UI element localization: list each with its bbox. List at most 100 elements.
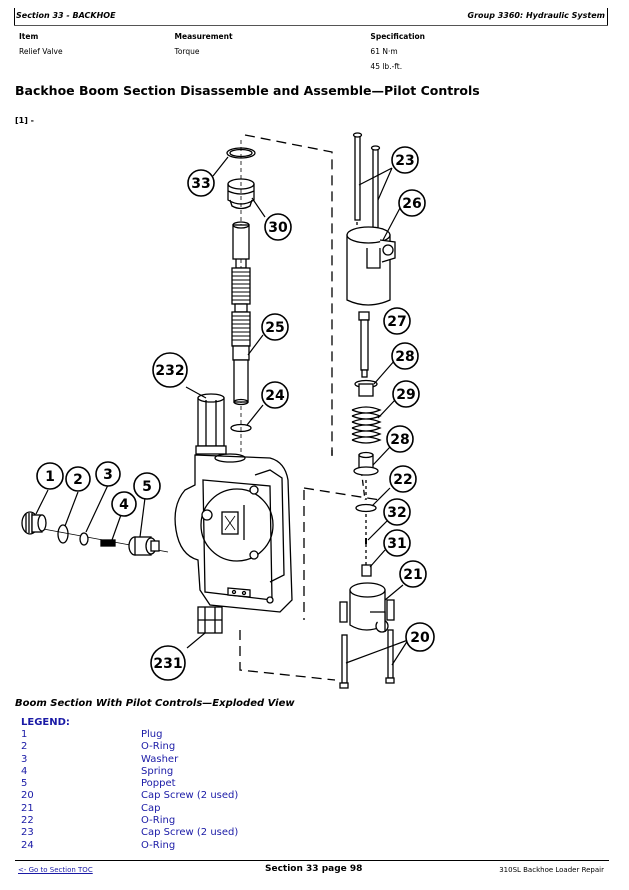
legend-item: 5 Poppet <box>21 778 238 790</box>
callout-22: 22 <box>393 472 412 488</box>
part-3-washer <box>79 532 89 546</box>
part-24-oring <box>230 423 252 433</box>
table-row: Relief Valve Torque 61 N·m <box>19 44 459 59</box>
callout-32: 32 <box>387 505 406 521</box>
part-23-cap-screws <box>352 132 381 234</box>
callout-27: 27 <box>387 314 406 330</box>
callout-24: 24 <box>265 388 285 404</box>
legend-num: 2 <box>21 741 28 753</box>
col-specification: Specification <box>370 32 426 41</box>
callout-26: 26 <box>402 196 421 212</box>
legend-num: 3 <box>21 753 28 765</box>
part-27-rod <box>358 311 370 378</box>
legend-item: 3 Washer <box>21 754 238 766</box>
callout-5: 5 <box>142 479 152 495</box>
callout-28-upper: 28 <box>395 349 414 365</box>
section-heading: Section 33 - BACKHOE <box>16 11 116 20</box>
legend-label: O-Ring <box>141 815 176 827</box>
legend-item: 2 O-Ring <box>21 741 238 753</box>
callout-25: 25 <box>265 320 284 336</box>
part-28-seat-lower <box>353 451 379 476</box>
legend-num: 23 <box>21 827 34 839</box>
callout-232: 232 <box>155 363 184 379</box>
callout-23: 23 <box>395 153 414 169</box>
header-rule <box>14 25 608 26</box>
callout-circles <box>36 146 435 681</box>
go-to-section-toc-link[interactable]: <- Go to Section TOC <box>18 866 93 874</box>
legend-label: Cap Screw (2 used) <box>141 827 239 839</box>
legend-num: 21 <box>21 802 34 814</box>
callout-labels: 33 30 23 26 25 27 232 24 28 29 28 1 2 3 … <box>45 153 430 672</box>
part-33-oring <box>226 147 256 159</box>
dashed-outline-top <box>244 134 333 455</box>
figure-reference: [1] - <box>15 116 34 125</box>
legend-item: 23 Cap Screw (2 used) <box>21 827 238 839</box>
legend-item: 22 O-Ring <box>21 815 238 827</box>
callout-33: 33 <box>191 176 210 192</box>
header-right-bar <box>607 8 608 25</box>
callout-231: 231 <box>153 656 182 672</box>
legend-label: Cap Screw (2 used) <box>141 790 239 802</box>
legend-label: Washer <box>141 753 179 765</box>
part-5-poppet <box>128 536 160 556</box>
cell-measurement: Torque <box>174 47 200 56</box>
part-4-spring <box>100 539 116 547</box>
legend-item: 21 Cap <box>21 803 238 815</box>
callout-4: 4 <box>119 497 129 513</box>
legend-label: Plug <box>141 729 163 740</box>
part-232-fitting <box>195 393 227 455</box>
group-heading: Group 3360: Hydraulic System <box>467 11 605 20</box>
exploded-view-diagram: 33 30 23 26 25 27 232 24 28 29 28 1 2 3 … <box>21 132 435 689</box>
dashed-outline-bottom <box>239 487 381 681</box>
footer-rule <box>15 860 609 861</box>
part-22-oring <box>355 503 377 513</box>
part-21-cap <box>339 582 395 633</box>
part-25-spool <box>231 221 251 406</box>
legend-item: 4 Spring <box>21 766 238 778</box>
part-28-seat-upper <box>354 379 378 397</box>
col-item: Item <box>19 32 39 41</box>
part-20-cap-screws <box>339 629 395 689</box>
part-2-oring <box>57 524 69 544</box>
page-title: Backhoe Boom Section Disassemble and Ass… <box>15 83 480 98</box>
page-number: Section 33 page 98 <box>265 864 363 874</box>
callout-29: 29 <box>396 387 415 403</box>
cell-item: Relief Valve <box>19 47 63 56</box>
legend-label: Spring <box>141 765 174 777</box>
part-26-housing <box>346 226 396 306</box>
callout-2: 2 <box>73 472 83 488</box>
header-left-bar <box>14 8 15 25</box>
spec-table-header: Item Measurement Specification <box>19 29 459 44</box>
legend-num: 4 <box>21 765 28 777</box>
part-231-fitting <box>197 606 223 634</box>
spec-table: Item Measurement Specification Relief Va… <box>19 29 459 74</box>
legend-item: 20 Cap Screw (2 used) <box>21 790 238 802</box>
legend-num: 20 <box>21 790 34 802</box>
col-measurement: Measurement <box>174 32 233 41</box>
cell-specification: 45 lb.-ft. <box>370 62 403 71</box>
part-31-nut <box>361 564 372 577</box>
valve-body <box>174 453 293 613</box>
legend-num: 5 <box>21 778 28 790</box>
leader-lines <box>35 156 409 666</box>
legend-num: 1 <box>21 729 28 740</box>
legend-num: 24 <box>21 839 34 851</box>
legend-label: O-Ring <box>141 741 176 753</box>
callout-28-lower: 28 <box>390 432 409 448</box>
table-row: 45 lb.-ft. <box>19 59 459 74</box>
callout-21: 21 <box>403 567 422 583</box>
callout-20: 20 <box>410 630 430 646</box>
legend-num: 22 <box>21 815 34 827</box>
legend-label: Poppet <box>141 778 176 790</box>
callout-31: 31 <box>387 536 406 552</box>
part-29-spring <box>351 406 382 444</box>
legend-item: 24 O-Ring <box>21 840 238 852</box>
book-title: 310SL Backhoe Loader Repair <box>499 866 604 874</box>
callout-30: 30 <box>268 220 288 236</box>
figure-caption: Boom Section With Pilot Controls—Explode… <box>15 698 295 709</box>
callout-1: 1 <box>45 469 55 485</box>
legend-item: 1 Plug <box>21 729 238 741</box>
legend-label: O-Ring <box>141 839 176 851</box>
legend-label: Cap <box>141 802 161 814</box>
